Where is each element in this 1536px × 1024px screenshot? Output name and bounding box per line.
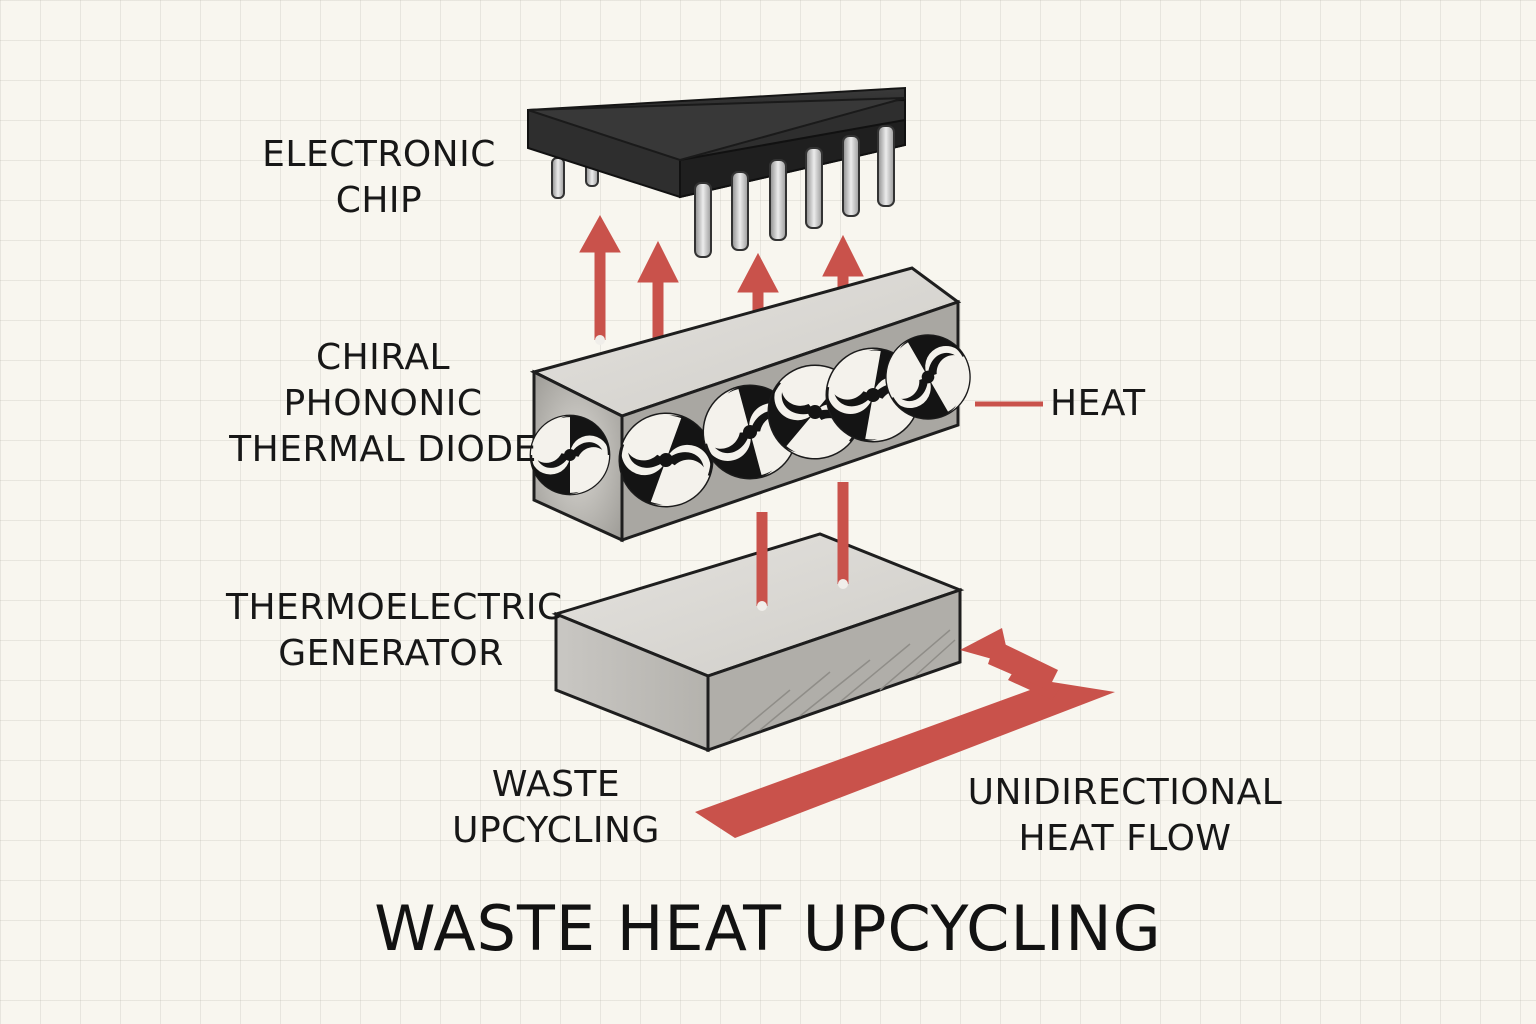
label-electronic-chip-line-1: ELECTRONIC (262, 134, 496, 175)
label-electronic-chip: ELECTRONIC CHIP (250, 132, 508, 224)
label-flow-line-2: HEAT FLOW (1018, 818, 1232, 859)
label-heat-text: HEAT (1050, 383, 1146, 424)
electronic-chip (527, 86, 906, 258)
heat-arrow-1 (579, 214, 621, 345)
label-thermoelectric-generator: THERMOELECTRIC GENERATOR (226, 585, 563, 677)
label-chiral-phononic-thermal-diode: CHIRAL PHONONIC THERMAL DIODE (228, 335, 538, 473)
thermal-diode-block (529, 266, 986, 543)
diagram-title: WASTE HEAT UPCYCLING (374, 892, 1162, 965)
teg-to-diode-heat-lines (756, 482, 849, 611)
teg-hatching (729, 629, 956, 741)
label-teg-line-1: THERMOELECTRIC (226, 587, 563, 628)
label-waste-line-2: UPCYCLING (452, 810, 660, 851)
label-heat: HEAT (1050, 381, 1170, 427)
label-diode-line-3: THERMAL DIODE (229, 429, 537, 470)
label-waste-line-1: WASTE (491, 764, 621, 805)
unidirectional-heat-flow-arrow (695, 628, 1115, 838)
label-flow-line-1: UNIDIRECTIONAL (967, 772, 1283, 813)
label-unidirectional-heat-flow: UNIDIRECTIONAL HEAT FLOW (945, 770, 1305, 862)
label-waste-upcycling: WASTE UPCYCLING (436, 762, 676, 854)
label-teg-line-2: GENERATOR (278, 633, 504, 674)
chip-front-pins (694, 125, 895, 258)
label-diode-line-1: CHIRAL (315, 337, 451, 378)
label-electronic-chip-line-2: CHIP (335, 180, 423, 221)
label-diode-line-2: PHONONIC (283, 383, 483, 424)
